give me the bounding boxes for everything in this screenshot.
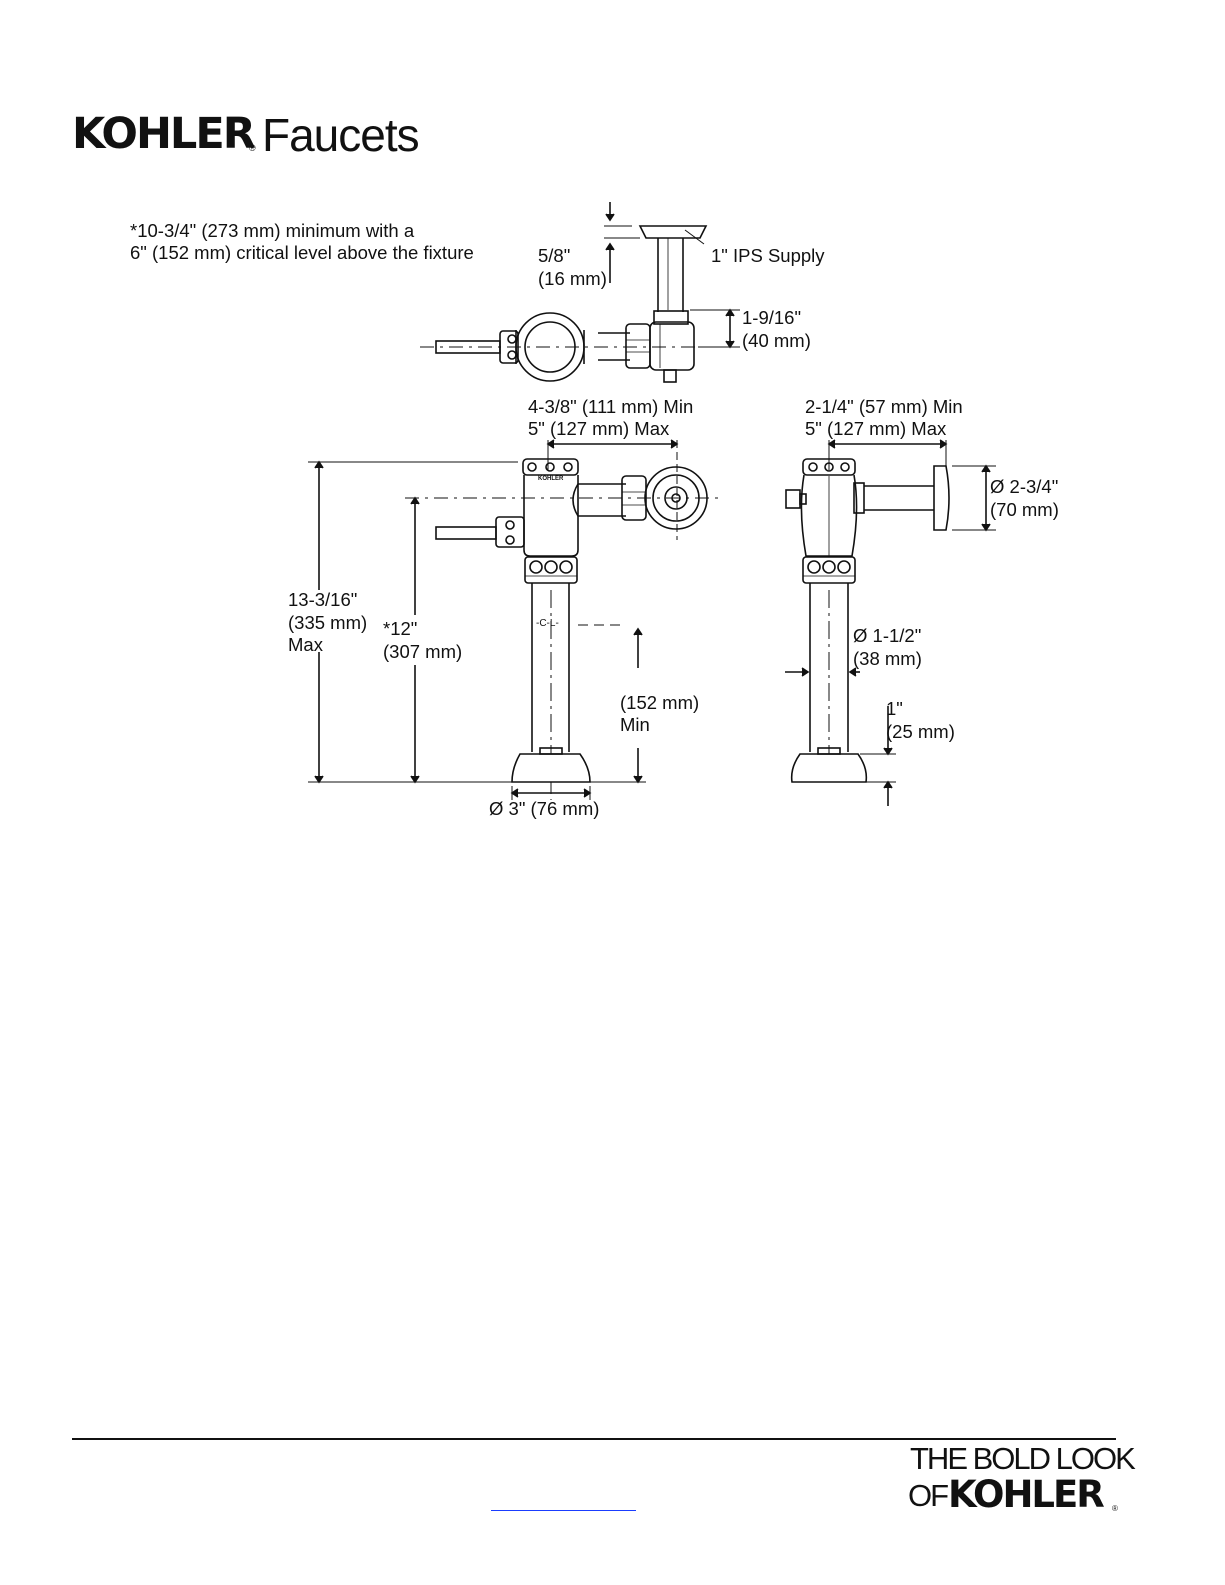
tagline-line-1: THE BOLD LOOK xyxy=(910,1441,1136,1476)
top-dim-1-9-16: 1-9/16" xyxy=(742,307,802,328)
footer-rule xyxy=(72,1438,1116,1440)
height-b-label-1: *12" xyxy=(383,618,418,639)
registered-mark: ® xyxy=(249,143,256,153)
min-label-2: Min xyxy=(620,714,650,735)
height-b-label-2: (307 mm) xyxy=(383,641,463,662)
faucets-title: Faucets xyxy=(262,109,420,161)
footer-kohler-logo: KOHLER xyxy=(948,1473,1105,1516)
footer-registered-mark: ® xyxy=(1112,1504,1118,1513)
height-label-2: (335 mm) xyxy=(288,612,368,633)
min-label-1: (152 mm) xyxy=(620,692,700,713)
top-view-drawing xyxy=(420,202,740,383)
height-label-1: 13-3/16" xyxy=(288,589,358,610)
top-dim-5-8: 5/8" xyxy=(538,245,571,266)
note-line-2: 6" (152 mm) critical level above the fix… xyxy=(130,242,474,263)
side-dim-min: 2-1/4" (57 mm) Min xyxy=(805,396,963,417)
front-dim-max: 5" (127 mm) Max xyxy=(528,418,670,439)
side-dim-max: 5" (127 mm) Max xyxy=(805,418,947,439)
height-label-3: Max xyxy=(288,634,323,655)
gap-label-1: 1" xyxy=(886,698,903,719)
pipe-diameter-2: (38 mm) xyxy=(853,648,922,669)
supply-label: 1" IPS Supply xyxy=(711,245,825,266)
note-line-1: *10-3/4" (273 mm) minimum with a xyxy=(130,220,415,241)
footer-link[interactable] xyxy=(491,1496,636,1511)
front-dim-min: 4-3/8" (111 mm) Min xyxy=(528,396,694,417)
pipe-diameter-1: Ø 1-1/2" xyxy=(853,625,922,646)
tagline-of: OF xyxy=(908,1478,949,1513)
flange-diameter-2: (70 mm) xyxy=(990,499,1059,520)
top-dim-40mm: (40 mm) xyxy=(742,330,811,351)
base-diameter-label: Ø 3" (76 mm) xyxy=(489,798,600,819)
valve-stamp: KOHLER xyxy=(538,476,564,482)
flange-diameter-1: Ø 2-3/4" xyxy=(990,476,1059,497)
gap-label-2: (25 mm) xyxy=(886,721,955,742)
side-view-drawing xyxy=(785,439,996,806)
top-dim-16mm: (16 mm) xyxy=(538,268,607,289)
front-view-drawing xyxy=(308,439,718,800)
kohler-logo: KOHLER xyxy=(72,109,256,159)
centerline-marker: -C-L- xyxy=(536,618,559,629)
